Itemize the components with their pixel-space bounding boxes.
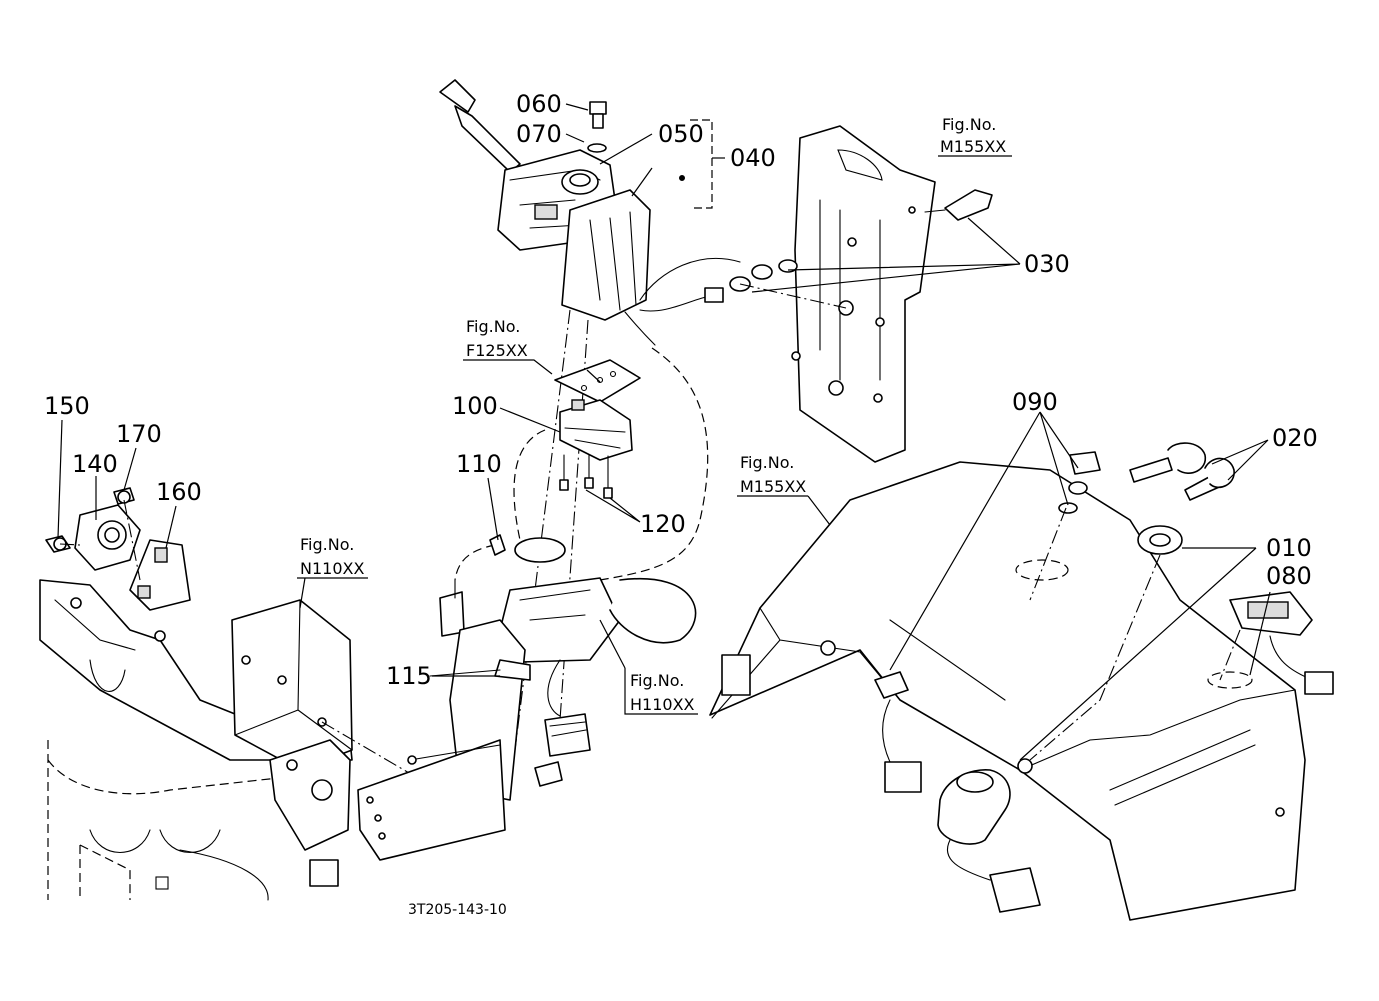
label-060: 060 xyxy=(516,90,562,118)
svg-text:Fig.No.: Fig.No. xyxy=(740,453,794,472)
svg-text:Fig.No.: Fig.No. xyxy=(300,535,354,554)
label-040: 040 xyxy=(730,144,776,172)
leader-lines xyxy=(57,103,1271,761)
svg-text:N110XX: N110XX xyxy=(300,559,364,578)
svg-text:H110XX: H110XX xyxy=(630,695,695,714)
svg-text:M155XX: M155XX xyxy=(940,137,1006,156)
dash-cover xyxy=(709,461,1306,921)
switch-bracket-assembly xyxy=(45,487,191,611)
bracket-f125 xyxy=(554,359,641,499)
label-090: 090 xyxy=(1012,388,1058,416)
label-030: 030 xyxy=(1024,250,1070,278)
drawing-code: 3T205-143-10 xyxy=(408,902,507,918)
switch-080 xyxy=(1219,591,1334,695)
combination-switch xyxy=(439,79,741,791)
label-140: 140 xyxy=(72,450,118,478)
label-050: 050 xyxy=(658,120,704,148)
bracket-n110 xyxy=(231,599,499,887)
svg-text:Fig.No.: Fig.No. xyxy=(630,671,684,690)
label-170: 170 xyxy=(116,420,162,448)
fig-ref-m155-upper: Fig.No. M155XX xyxy=(938,115,1012,157)
label-150: 150 xyxy=(44,392,90,420)
fig-ref-f125: Fig.No. F125XX xyxy=(463,317,553,375)
fig-ref-n110: Fig.No. N110XX xyxy=(297,535,368,579)
label-010: 010 xyxy=(1266,534,1312,562)
label-100: 100 xyxy=(452,392,498,420)
svg-text:Fig.No.: Fig.No. xyxy=(942,115,996,134)
label-160: 160 xyxy=(156,478,202,506)
label-080: 080 xyxy=(1266,562,1312,590)
key-switch-010 xyxy=(937,442,1235,913)
bracket-m155-upper xyxy=(729,125,993,463)
fig-ref-h110: Fig.No. H110XX xyxy=(624,668,698,715)
support-plates xyxy=(357,739,506,861)
figure-references: Fig.No. M155XX Fig.No. F125XX Fig.No. M1… xyxy=(297,115,1012,715)
label-110: 110 xyxy=(456,450,502,478)
column-harness xyxy=(429,347,709,801)
callout-labels: 060 070 050 040 030 090 020 010 080 100 … xyxy=(44,90,1318,690)
label-120: 120 xyxy=(640,510,686,538)
switch-090 xyxy=(874,451,1101,793)
label-115: 115 xyxy=(386,662,432,690)
svg-text:F125XX: F125XX xyxy=(466,341,528,360)
svg-text:M155XX: M155XX xyxy=(740,477,806,496)
fig-ref-m155-mid: Fig.No. M155XX xyxy=(737,453,808,497)
svg-text:Fig.No.: Fig.No. xyxy=(466,317,520,336)
label-070: 070 xyxy=(516,120,562,148)
label-020: 020 xyxy=(1272,424,1318,452)
